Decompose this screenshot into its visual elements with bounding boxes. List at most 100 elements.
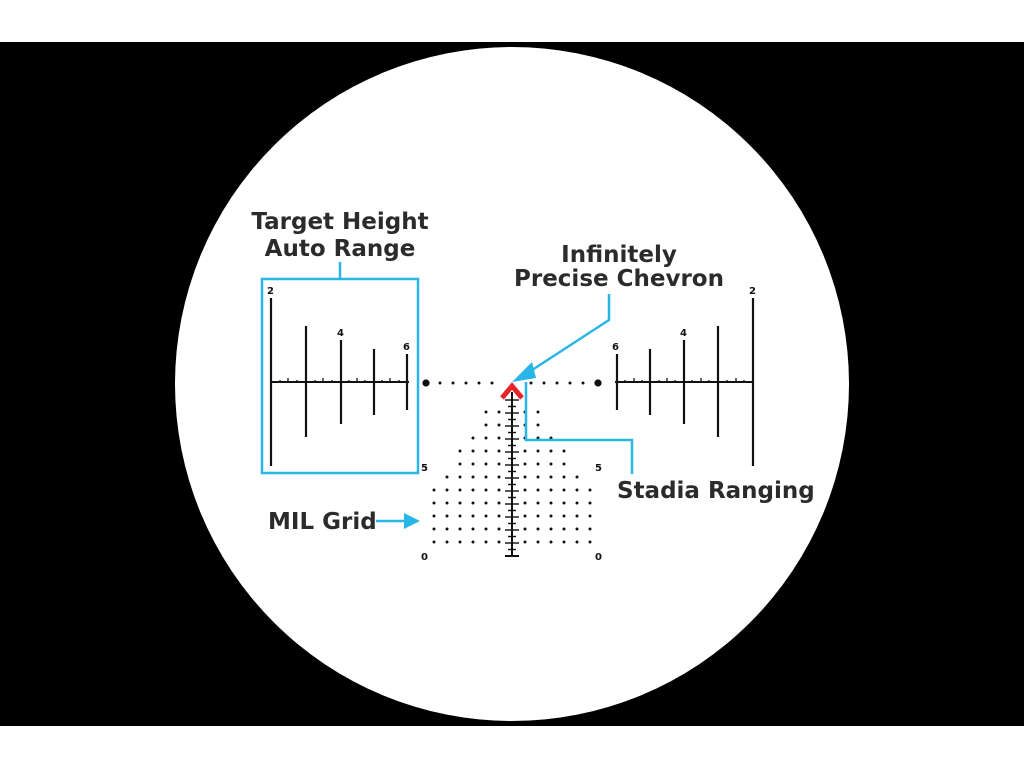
mil-grid-dot (549, 488, 553, 492)
crosshair-dot (581, 381, 585, 385)
right-scale-label-6: 6 (612, 342, 619, 353)
mil-grid-dot (432, 488, 436, 492)
mil-grid-dot (484, 436, 488, 440)
mil-grid-dot (562, 462, 566, 466)
right-crosshair-dot (594, 379, 602, 387)
mil-grid-dot (523, 527, 527, 531)
mil-grid-dot (432, 514, 436, 518)
right-ranging-scale (615, 298, 755, 466)
mil-grid-dot (588, 527, 592, 531)
mil-grid-dot (575, 488, 579, 492)
mil-grid-arrowhead (404, 513, 420, 529)
crosshair-dot (542, 381, 546, 385)
mil-grid-dot (484, 410, 488, 414)
right-scale-label-2: 2 (749, 286, 756, 297)
mil-grid-dot (549, 449, 553, 453)
mil-grid-dot (523, 449, 527, 453)
mil-grid-dot (497, 449, 501, 453)
mil-grid-dot (562, 488, 566, 492)
crosshair-dot (451, 381, 455, 385)
mil-grid-dot (497, 462, 501, 466)
mil-grid-dot (523, 488, 527, 492)
mil-grid-dot (497, 410, 501, 414)
mil-grid-dot (458, 527, 462, 531)
grid-left-label-5: 5 (421, 463, 428, 474)
mil-grid-dot (445, 540, 449, 544)
mil-grid-dot (497, 540, 501, 544)
mil-grid-dot (497, 475, 501, 479)
mil-grid-dot (536, 410, 540, 414)
right-scale-minor-ticks (624, 378, 745, 382)
mil-grid-dot (497, 423, 501, 427)
mil-grid-dot (458, 449, 462, 453)
mil-grid-dot (445, 501, 449, 505)
mil-grid-dot (458, 501, 462, 505)
mil-grid-dot (458, 462, 462, 466)
mil-grid-dot (484, 449, 488, 453)
mil-grid-dot (575, 540, 579, 544)
mil-grid-dot (445, 475, 449, 479)
mil-grid-dot (484, 540, 488, 544)
mil-grid-dot (484, 527, 488, 531)
mil-grid-dot (549, 514, 553, 518)
chevron-leader (525, 294, 611, 376)
mil-grid-dot (497, 527, 501, 531)
mil-grid-dot (536, 475, 540, 479)
mil-grid-dot (432, 540, 436, 544)
mil-grid-label: MIL Grid (268, 509, 377, 535)
horizontal-dot-line (438, 381, 585, 385)
stadia-ranging-label: Stadia Ranging (617, 478, 815, 504)
mil-grid-dot (549, 527, 553, 531)
mil-grid-dot (471, 436, 475, 440)
mil-grid-dot (588, 488, 592, 492)
crosshair-dot (555, 381, 559, 385)
vertical-stadia-stem (505, 392, 519, 557)
mil-grid-dots (432, 410, 592, 544)
grid-right-label-0: 0 (595, 552, 602, 563)
target-height-label-line2: Auto Range (265, 236, 416, 262)
mil-grid-dot (523, 475, 527, 479)
mil-grid-dot (471, 462, 475, 466)
mil-grid-dot (562, 475, 566, 479)
mil-grid-dot (523, 501, 527, 505)
crosshair-dot (464, 381, 468, 385)
mil-grid-dot (432, 501, 436, 505)
chevron-leader-arrowhead (512, 362, 536, 382)
mil-grid-dot (536, 423, 540, 427)
mil-grid-dot (471, 514, 475, 518)
mil-grid-dot (471, 540, 475, 544)
mil-grid-dot (549, 475, 553, 479)
mil-grid-dot (471, 527, 475, 531)
mil-grid-dot (458, 514, 462, 518)
mil-grid-dot (497, 501, 501, 505)
crosshair-dot (529, 381, 533, 385)
crosshair-dot (490, 381, 494, 385)
mil-grid-dot (484, 501, 488, 505)
mil-grid-dot (536, 449, 540, 453)
mil-grid-dot (562, 540, 566, 544)
mil-grid-dot (562, 514, 566, 518)
grid-right-label-5: 5 (595, 463, 602, 474)
mil-grid-dot (562, 527, 566, 531)
mil-grid-dot (484, 514, 488, 518)
mil-grid-dot (458, 488, 462, 492)
mil-grid-dot (549, 501, 553, 505)
mil-grid-dot (445, 527, 449, 531)
mil-grid-dot (536, 540, 540, 544)
mil-grid-dot (588, 501, 592, 505)
mil-grid-dot (497, 514, 501, 518)
callout-lines (260, 262, 634, 523)
mil-grid-dot (458, 540, 462, 544)
chevron-label-line2: Precise Chevron (514, 266, 724, 292)
crosshair-dot (438, 381, 442, 385)
left-scale-label-4: 4 (337, 328, 344, 339)
mil-grid-dot (484, 423, 488, 427)
mil-grid-dot (549, 540, 553, 544)
mil-grid-dot (445, 514, 449, 518)
mil-grid-dot (484, 462, 488, 466)
target-height-label-line1: Target Height (251, 209, 428, 235)
mil-grid-dot (536, 501, 540, 505)
left-ranging-scale (269, 298, 409, 466)
right-scale-label-4: 4 (680, 328, 687, 339)
